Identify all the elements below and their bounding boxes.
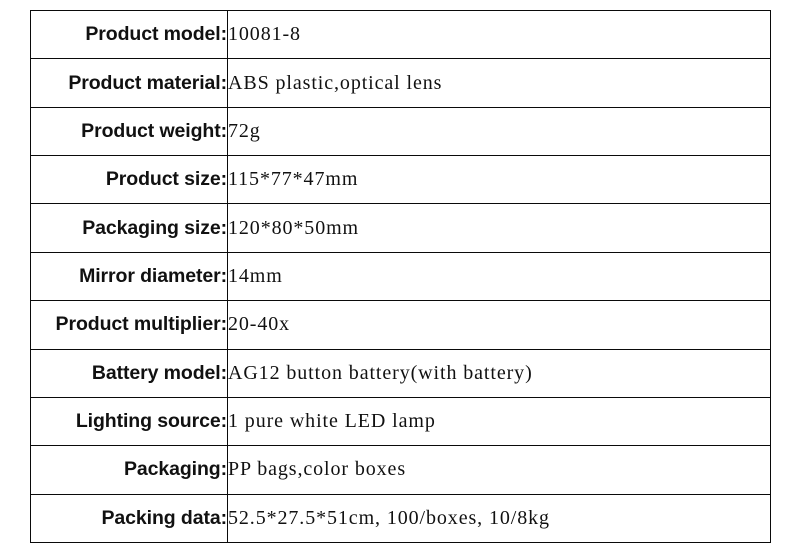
spec-value-product-multiplier: 20-40x — [227, 300, 771, 350]
spec-label-product-weight: Product weight: — [30, 106, 228, 157]
spec-label-mirror-diameter: Mirror diameter: — [30, 251, 228, 302]
spec-value-product-weight: 72g — [227, 106, 771, 157]
spec-value-packaging: PP bags,color boxes — [227, 445, 771, 495]
spec-value-product-size: 115*77*47mm — [227, 155, 771, 205]
spec-value-packing-data: 52.5*27.5*51cm, 100/boxes, 10/8kg — [227, 493, 771, 543]
spec-value-product-model: 10081-8 — [227, 9, 771, 60]
spec-label-product-size: Product size: — [30, 155, 228, 205]
specification-table-body: Product model: 10081-8 Product material:… — [30, 9, 771, 543]
table-row: Product size: 115*77*47mm — [30, 155, 771, 205]
spec-label-product-material: Product material: — [30, 58, 228, 108]
table-row: Product material: ABS plastic,optical le… — [30, 58, 771, 108]
spec-label-packaging: Packaging: — [30, 445, 228, 495]
table-row: Packaging size: 120*80*50mm — [30, 203, 771, 253]
table-row: Battery model: AG12 button battery(with … — [30, 348, 771, 398]
table-row: Mirror diameter: 14mm — [30, 251, 771, 302]
spec-value-mirror-diameter: 14mm — [227, 251, 771, 302]
table-row: Product multiplier: 20-40x — [30, 300, 771, 350]
spec-value-packaging-size: 120*80*50mm — [227, 203, 771, 253]
table-row: Lighting source: 1 pure white LED lamp — [30, 396, 771, 447]
spec-label-packaging-size: Packaging size: — [30, 203, 228, 253]
spec-label-packing-data: Packing data: — [30, 493, 228, 543]
table-row: Packaging: PP bags,color boxes — [30, 445, 771, 495]
table-row: Product model: 10081-8 — [30, 9, 771, 60]
table-row: Product weight: 72g — [30, 106, 771, 157]
spec-value-lighting-source: 1 pure white LED lamp — [227, 396, 771, 447]
specification-table: Product model: 10081-8 Product material:… — [30, 9, 771, 543]
spec-value-product-material: ABS plastic,optical lens — [227, 58, 771, 108]
spec-label-lighting-source: Lighting source: — [30, 396, 228, 447]
spec-label-product-multiplier: Product multiplier: — [30, 300, 228, 350]
table-row: Packing data: 52.5*27.5*51cm, 100/boxes,… — [30, 493, 771, 543]
spec-value-battery-model: AG12 button battery(with battery) — [227, 348, 771, 398]
spec-label-battery-model: Battery model: — [30, 348, 228, 398]
spec-label-product-model: Product model: — [30, 9, 228, 60]
